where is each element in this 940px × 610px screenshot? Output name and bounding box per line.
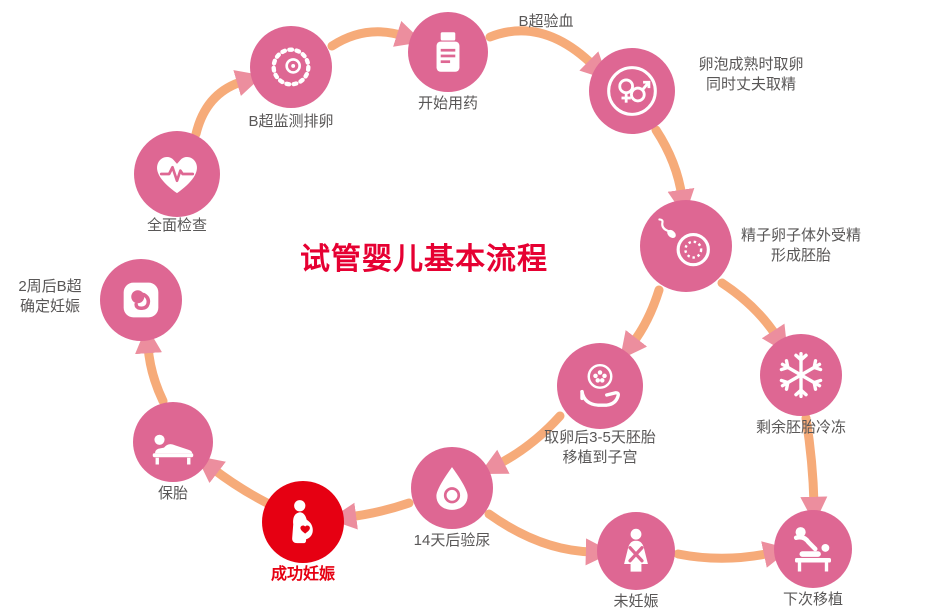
medicine-bottle-icon bbox=[436, 32, 460, 72]
woman-x-icon bbox=[624, 528, 648, 572]
step-not-pregnant bbox=[597, 512, 675, 590]
step-confirm-pregnancy bbox=[100, 259, 182, 341]
step-ultrasound-ovulation bbox=[250, 26, 332, 108]
step-ivf-fertilization-label: 精子卵子体外受精 形成胚胎 bbox=[740, 227, 861, 265]
step-ultrasound-ovulation-label: B超监测排卵 bbox=[248, 113, 334, 130]
fetus-ultrasound-icon bbox=[123, 282, 159, 318]
step-confirm-pregnancy-label: 2周后B超 确定妊娠 bbox=[18, 278, 82, 316]
step-urine-test bbox=[411, 447, 493, 529]
step-egg-sperm-retrieval bbox=[589, 48, 675, 134]
snowflake-icon bbox=[778, 351, 824, 399]
step-start-medication bbox=[408, 12, 488, 92]
step-next-transfer bbox=[774, 510, 852, 588]
transfer-bed-icon bbox=[793, 527, 831, 572]
step-embryo-transfer-label: 取卵后3-5天胚胎 移植到子宫 bbox=[544, 429, 656, 467]
gender-symbols-icon bbox=[607, 66, 657, 116]
arrow-retrieval-to-fertilization bbox=[651, 125, 695, 217]
arrow-not-pregnant-to-next-transfer bbox=[673, 541, 791, 568]
pregnant-woman-icon bbox=[292, 500, 313, 544]
step-ivf-fertilization bbox=[640, 200, 732, 292]
step-start-medication-label: 开始用药 bbox=[417, 95, 478, 112]
blood-test-label: B超验血 bbox=[518, 13, 574, 30]
arrow-ovulation-to-medication bbox=[327, 20, 423, 51]
step-not-pregnant-label: 未妊娠 bbox=[613, 593, 659, 610]
diagram-title: 试管婴儿基本流程 bbox=[300, 243, 548, 276]
drop-icon bbox=[436, 467, 468, 510]
step-next-transfer-label: 下次移植 bbox=[782, 591, 843, 608]
step-urine-test-label: 14天后验尿 bbox=[413, 532, 491, 549]
hand-embryo-icon bbox=[580, 363, 620, 407]
step-freeze-embryos bbox=[760, 334, 842, 416]
step-egg-sperm-retrieval-label: 卵泡成熟时取卵 同时丈夫取精 bbox=[698, 56, 804, 94]
step-full-checkup bbox=[134, 131, 220, 217]
step-embryo-transfer bbox=[557, 343, 643, 429]
arrow-fertilization-to-transfer bbox=[619, 285, 664, 360]
rest-bed-icon bbox=[152, 434, 194, 465]
step-full-checkup-label: 全面检查 bbox=[146, 217, 207, 234]
step-freeze-embryos-label: 剩余胚胎冷冻 bbox=[755, 419, 846, 436]
step-fetal-protection bbox=[133, 402, 213, 482]
arrow-fertilization-to-freeze bbox=[717, 278, 788, 354]
ovum-icon bbox=[271, 47, 311, 87]
step-fetal-protection-label: 保胎 bbox=[157, 485, 188, 502]
heart-ecg-icon bbox=[157, 156, 197, 194]
arrow-urine-test-to-success bbox=[329, 498, 414, 530]
step-successful-pregnancy-label: 成功妊娠 bbox=[270, 566, 335, 583]
arrow-fetal-protection-to-confirm bbox=[135, 326, 168, 406]
fertilization-icon bbox=[658, 218, 710, 267]
arrow-medication-to-retrieval bbox=[485, 26, 609, 80]
step-successful-pregnancy bbox=[262, 481, 344, 563]
